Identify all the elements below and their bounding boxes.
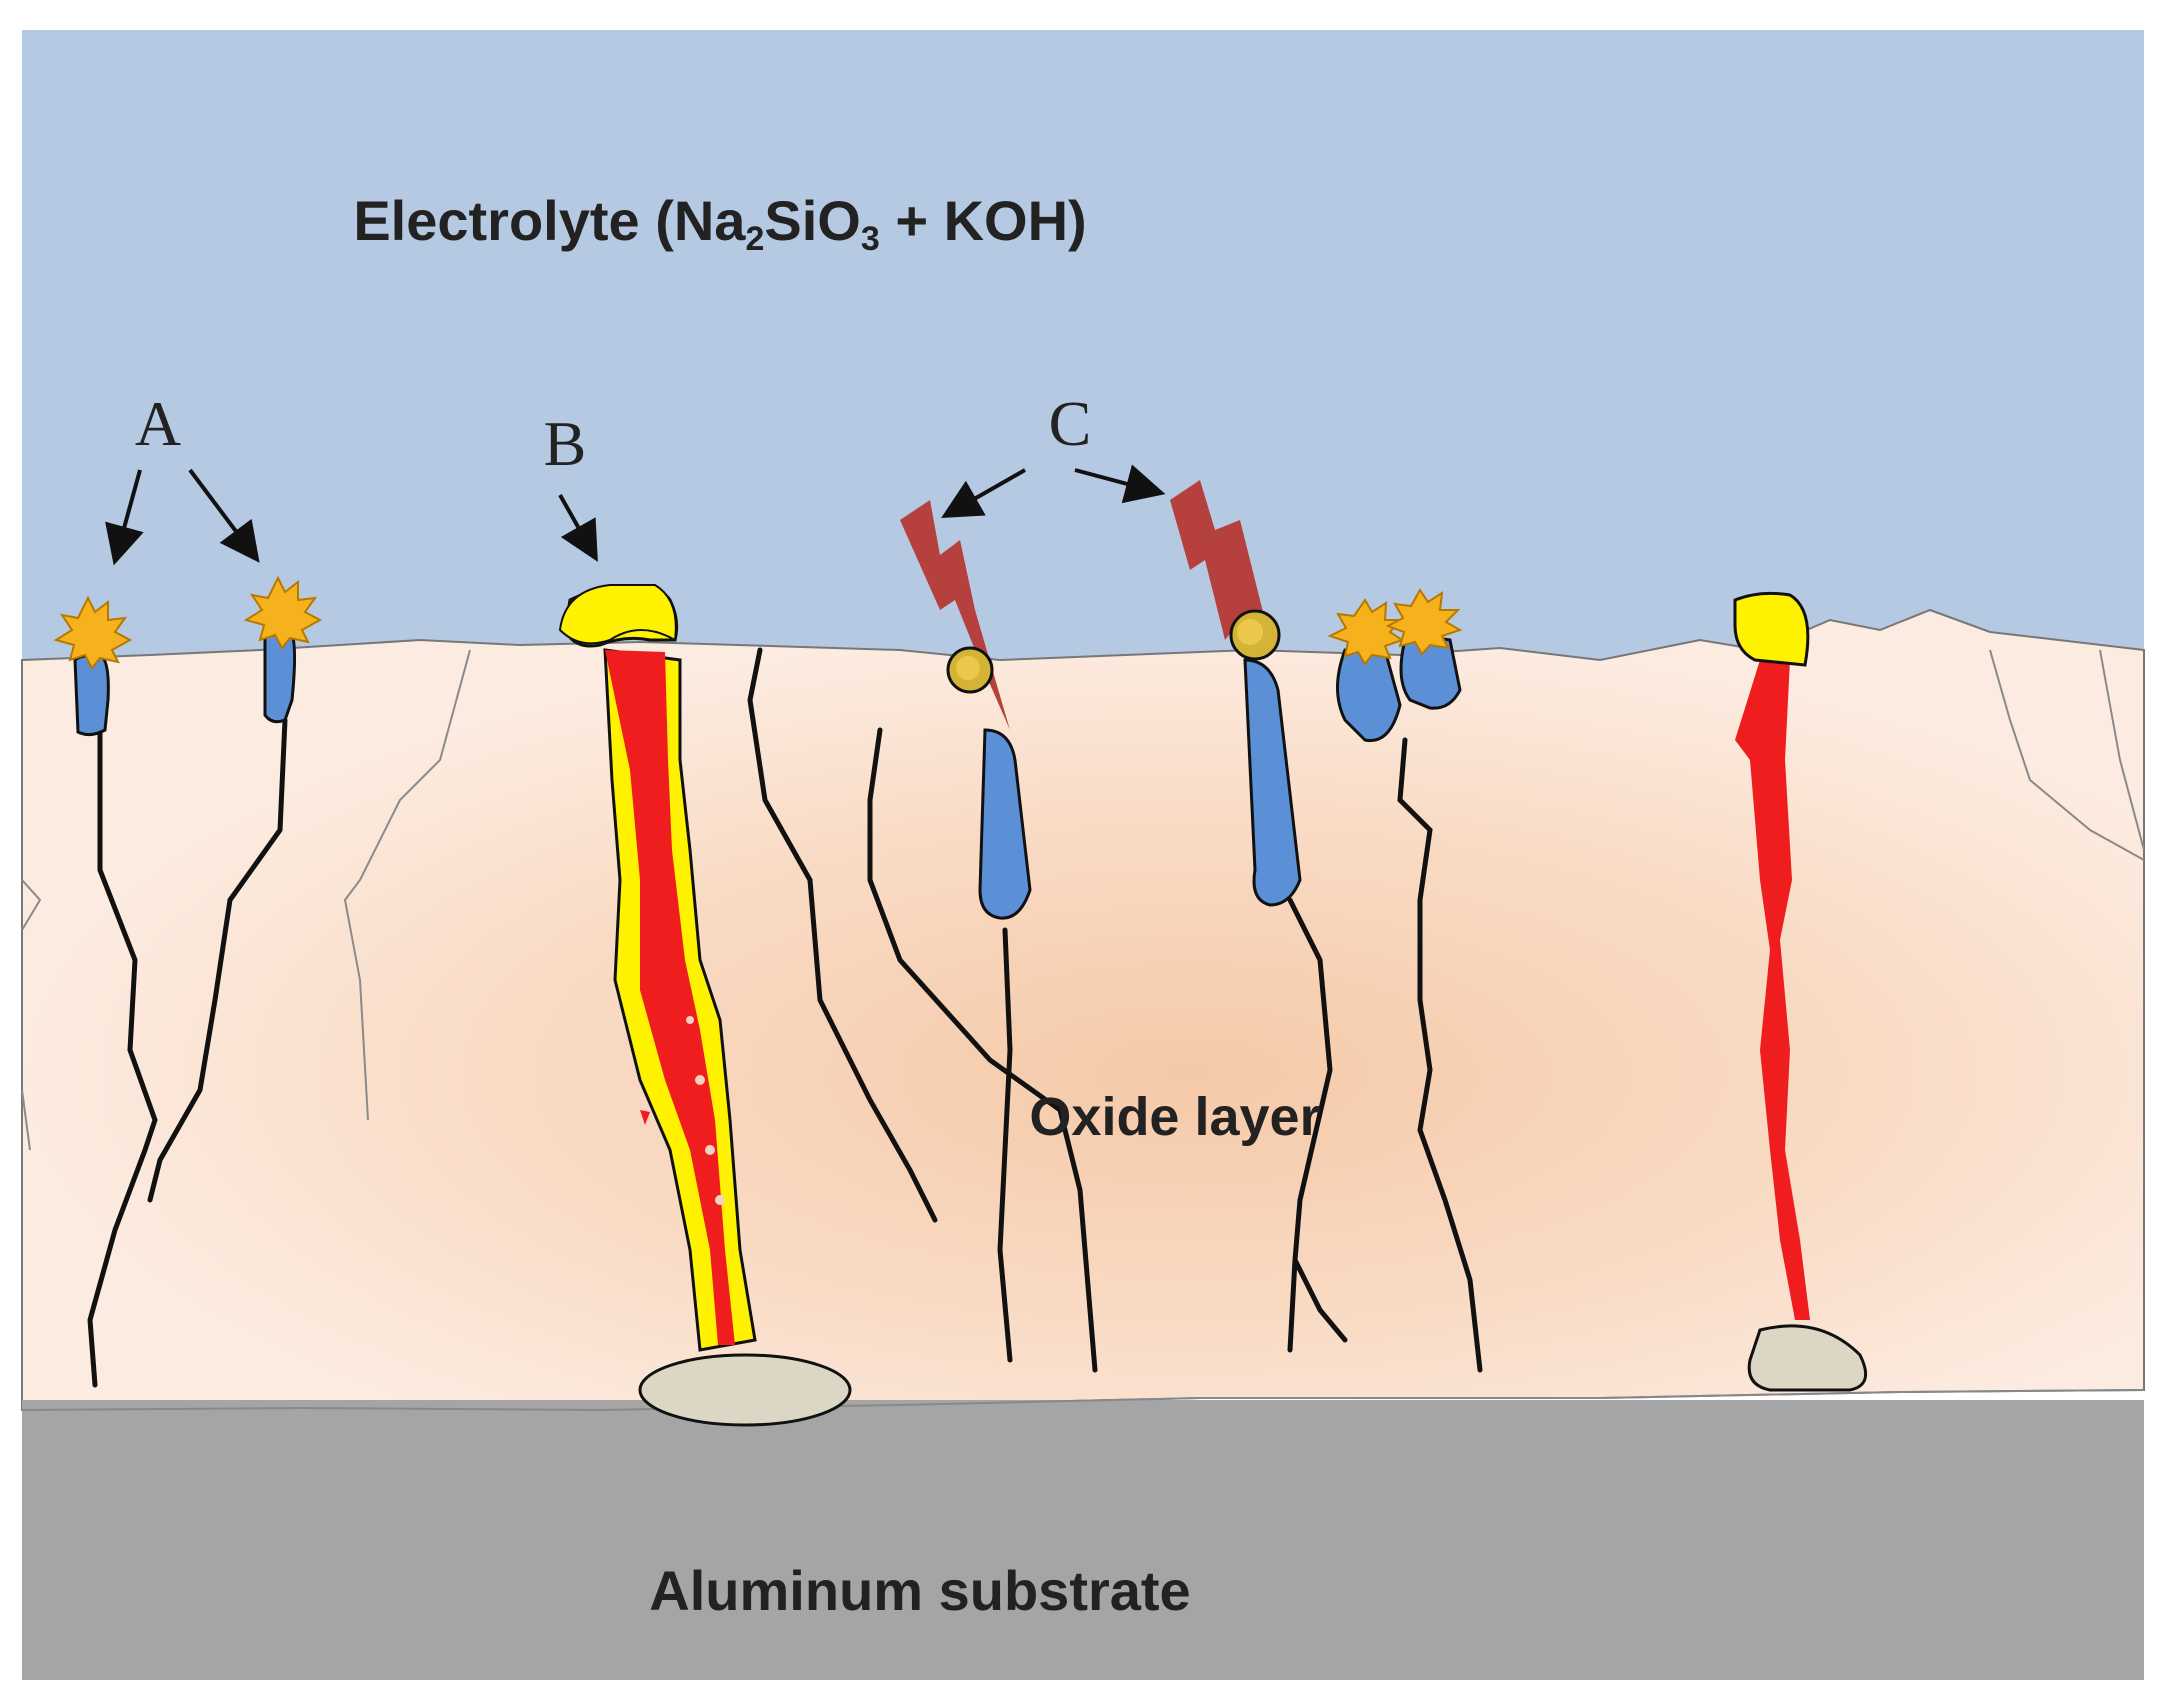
arrow-icon [558, 494, 598, 562]
oxide-layer-label: Oxide layer [1029, 1087, 1320, 1147]
electrolyte-label: Electrolyte (Na2SiO3 + KOH) [353, 189, 1086, 258]
fine-cracks [21, 649, 2145, 1151]
discharge-channel-right [1733, 591, 1868, 1392]
marker-c: C [1049, 388, 1092, 459]
oxide-layer [21, 608, 2145, 1412]
gas-bubble-icon [1385, 588, 1463, 656]
electrolyte-layer [22, 30, 2144, 670]
spark-icon [900, 500, 1010, 730]
deposit-b [638, 1353, 852, 1427]
marker-arrows [105, 464, 1166, 566]
pore-plugs-right [1327, 588, 1463, 743]
substrate-label: Aluminum substrate [649, 1559, 1190, 1622]
marker-b: B [544, 408, 587, 479]
cracks [87, 647, 1483, 1388]
marker-a: A [135, 388, 181, 459]
discharge-channel-b [558, 584, 852, 1427]
gas-bubble-icon [53, 595, 133, 670]
arrow-icon [1074, 464, 1166, 504]
gas-bubble-icon [243, 575, 323, 650]
gas-bubble-icon [1327, 598, 1405, 666]
arrow-icon [941, 468, 1026, 518]
spark-channels-c [900, 480, 1302, 920]
arrow-icon [105, 469, 144, 566]
spark-icon [1170, 480, 1265, 640]
substrate-layer [22, 1400, 2144, 1680]
pore-plugs-a [53, 575, 323, 737]
arrow-icon [188, 468, 260, 563]
